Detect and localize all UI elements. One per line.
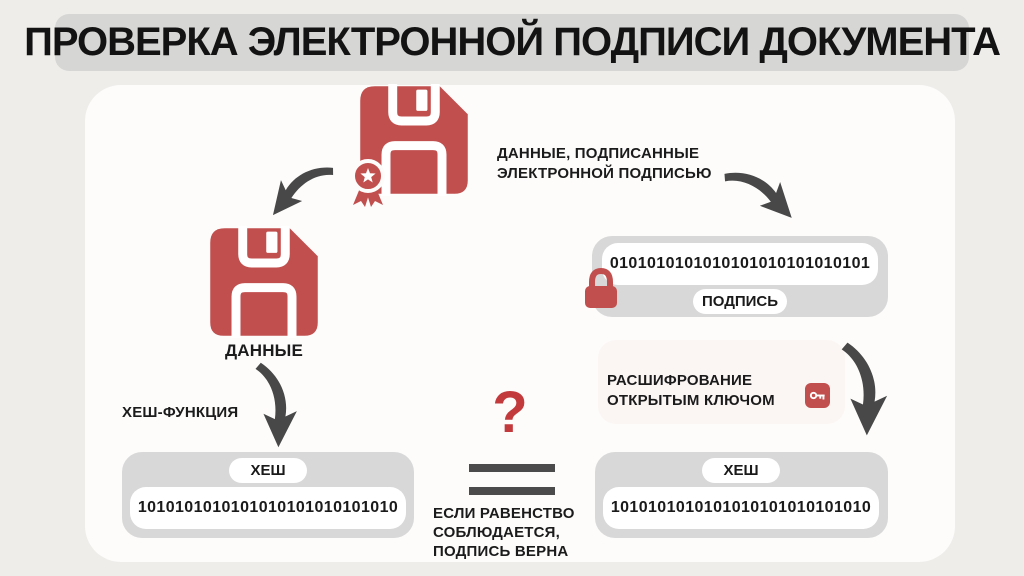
hash-function-label: ХЕШ-ФУНКЦИЯ [122,404,239,421]
arrow-hash-left-icon [246,361,302,449]
data-label: ДАННЫЕ [224,341,304,360]
page-title: ПРОВЕРКА ЭЛЕКТРОННОЙ ПОДПИСИ ДОКУМЕНТА [24,20,1001,64]
signed-data-label: ДАННЫЕ, ПОДПИСАННЫЕ ЭЛЕКТРОННОЙ ПОДПИСЬЮ [497,144,712,184]
hash-binary-value-right: 1010101010101010101010101010 [610,499,872,516]
hash-binary-field-left: 1010101010101010101010101010 [130,487,406,529]
question-mark: ? [492,380,528,445]
hash-tag-left: ХЕШ [229,458,307,483]
signed-data-label-line1: ДАННЫЕ, ПОДПИСАННЫЕ [497,145,700,162]
signed-data-label-line2: ЭЛЕКТРОННОЙ ПОДПИСЬЮ [497,165,712,182]
signature-binary-field: 0101010101010101010101010101 [602,243,878,285]
hash-binary-field-right: 1010101010101010101010101010 [603,487,879,529]
floppy-disk-icon [208,226,320,338]
equality-note-line3: ПОДПИСЬ ВЕРНА [433,543,569,560]
signature-box: 0101010101010101010101010101 ПОДПИСЬ [592,236,888,317]
arrow-hash-right-icon [833,334,891,444]
hash-box-left: ХЕШ 1010101010101010101010101010 [122,452,414,538]
signature-tag: ПОДПИСЬ [693,289,787,314]
signature-binary-value: 0101010101010101010101010101 [609,255,871,272]
hash-tag-right: ХЕШ [702,458,780,483]
decrypt-label-line1: РАСШИФРОВАНИЕ [607,372,753,389]
equals-bar-bottom [469,487,555,495]
hash-binary-value-left: 1010101010101010101010101010 [137,499,399,516]
award-seal-icon [346,158,390,208]
hash-box-right: ХЕШ 1010101010101010101010101010 [595,452,888,538]
equality-note: ЕСЛИ РАВЕНСТВО СОБЛЮДАЕТСЯ, ПОДПИСЬ ВЕРН… [433,504,575,561]
equality-note-line1: ЕСЛИ РАВЕНСТВО [433,505,575,522]
decrypt-label: РАСШИФРОВАНИЕ ОТКРЫТЫМ КЛЮЧОМ [607,371,775,411]
equality-note-line2: СОБЛЮДАЕТСЯ, [433,524,561,541]
key-icon [805,383,830,408]
title-banner: ПРОВЕРКА ЭЛЕКТРОННОЙ ПОДПИСИ ДОКУМЕНТА [24,14,1001,71]
decrypt-label-line2: ОТКРЫТЫМ КЛЮЧОМ [607,392,775,409]
decrypt-label-background [598,340,845,424]
lock-icon [581,266,621,310]
equals-bar-top [469,464,555,472]
